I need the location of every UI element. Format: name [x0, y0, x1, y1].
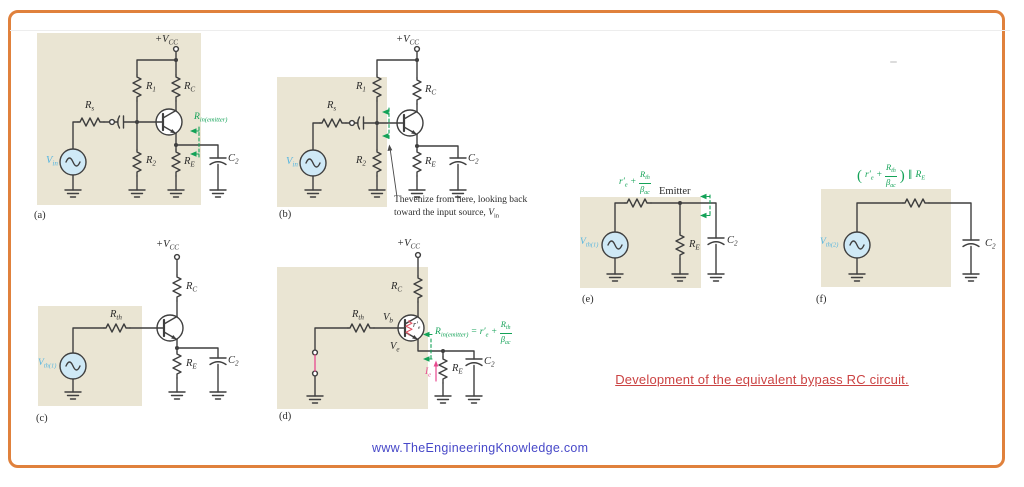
panel-e-highlight: [580, 197, 701, 288]
panel-d-letter: (d): [279, 411, 292, 422]
figure-frame: [8, 10, 1005, 468]
circuit-c: [59, 253, 227, 400]
b-vin-label: Vin: [286, 156, 298, 169]
panel-f-highlight: [821, 189, 951, 287]
a-re-label: RE: [184, 156, 195, 169]
coupling-capacitor: [117, 115, 125, 129]
a-r2-label: R2: [146, 155, 156, 168]
stray-mark: [890, 61, 897, 63]
transistor: [155, 313, 185, 343]
circuit-a: [59, 45, 227, 198]
a-rc-label: RC: [184, 81, 196, 94]
transistor: [395, 108, 425, 138]
resistor-rc: [412, 77, 422, 105]
e-c2-label: C2: [727, 235, 738, 248]
panel-b-highlight: [277, 77, 387, 207]
b-re-label: RE: [425, 156, 436, 169]
thevenize-note-line1: Thevenize from here, looking back: [394, 195, 528, 205]
thevenin-cut-pointer: [381, 107, 390, 141]
resistor-re: [438, 356, 448, 384]
capacitor-c2: [449, 157, 467, 166]
d-ie-label: Ie: [425, 367, 432, 379]
thevenize-note-line2: toward the input source, Vin: [394, 208, 500, 220]
c-re-label: RE: [186, 358, 197, 371]
b-rs-label: Rs: [327, 100, 337, 113]
coupling-capacitor: [357, 116, 365, 130]
c-vcc-label: +VCC: [156, 239, 180, 252]
capacitor-c2: [209, 157, 227, 166]
e-vth1-label: Vth(1): [580, 237, 599, 249]
circuit-e: [601, 193, 725, 282]
c-vth1-label: Vth(1): [38, 358, 57, 370]
panel-b-letter: (b): [279, 209, 292, 220]
a-vin-label: Vin: [46, 155, 58, 168]
a-rin-label: Rin(emitter): [194, 112, 228, 124]
vth1-source: [601, 231, 629, 259]
vin-source: [299, 149, 327, 177]
top-divider-line: [10, 30, 1010, 31]
circuit-f: [843, 198, 980, 282]
d-rc-label: RC: [391, 281, 403, 294]
d-vb-label: Vb: [383, 312, 393, 325]
d-ve-label: Ve: [390, 341, 400, 354]
resistor-re: [412, 149, 422, 177]
resistor-re: [172, 351, 182, 379]
d-re-label: RE: [452, 363, 463, 376]
d-vcc-label: +VCC: [397, 238, 421, 251]
a-rs-label: Rs: [85, 100, 95, 113]
c-c2-label: C2: [228, 355, 239, 368]
rin-emitter-pointer: [422, 331, 434, 363]
a-r1-label: R1: [146, 81, 156, 94]
panel-f-letter: (f): [816, 294, 827, 305]
f-c2-label: C2: [985, 238, 996, 251]
capacitor-c2: [209, 357, 227, 366]
b-vcc-label: +VCC: [396, 34, 420, 47]
f-vth2-label: Vth(2): [820, 237, 839, 249]
d-rth-label: Rth: [352, 309, 364, 322]
panel-e-letter: (e): [582, 294, 594, 305]
c-rth-label: Rth: [110, 309, 122, 322]
d-c2-label: C2: [484, 356, 495, 369]
a-c2-label: C2: [228, 153, 239, 166]
transistor: [154, 107, 184, 137]
a-vcc-label: +VCC: [155, 34, 179, 47]
b-c2-label: C2: [468, 153, 479, 166]
b-r1-label: R1: [356, 81, 366, 94]
vin-source: [59, 148, 87, 176]
e-emitter-label: Emitter: [659, 186, 691, 197]
panel-c-letter: (c): [36, 413, 48, 424]
panel-c-highlight: [38, 306, 142, 406]
emitter-pointer: [699, 193, 711, 219]
e-re-label: RE: [689, 239, 700, 252]
vth2-source: [843, 231, 871, 259]
panel-a-letter: (a): [34, 210, 46, 221]
website-link[interactable]: www.TheEngineeringKnowledge.com: [372, 441, 589, 455]
note-pointer-line: [389, 147, 398, 198]
circuit-b: [299, 45, 467, 198]
resistor-rc: [172, 274, 182, 302]
c-rc-label: RC: [186, 281, 198, 294]
b-r2-label: R2: [356, 155, 366, 168]
capacitor-c2: [962, 239, 980, 248]
capacitor-c2: [465, 358, 483, 367]
vth1-source: [59, 352, 87, 380]
figure-caption: Development of the equivalent bypass RC …: [615, 372, 909, 387]
d-re-prime-label: r′e: [413, 320, 421, 331]
capacitor-c2: [707, 237, 725, 246]
internal-re-prime-resistor: [405, 319, 413, 336]
b-rc-label: RC: [425, 84, 437, 97]
rin-emitter-pointer: [189, 126, 200, 158]
circuit-d: [306, 251, 483, 404]
